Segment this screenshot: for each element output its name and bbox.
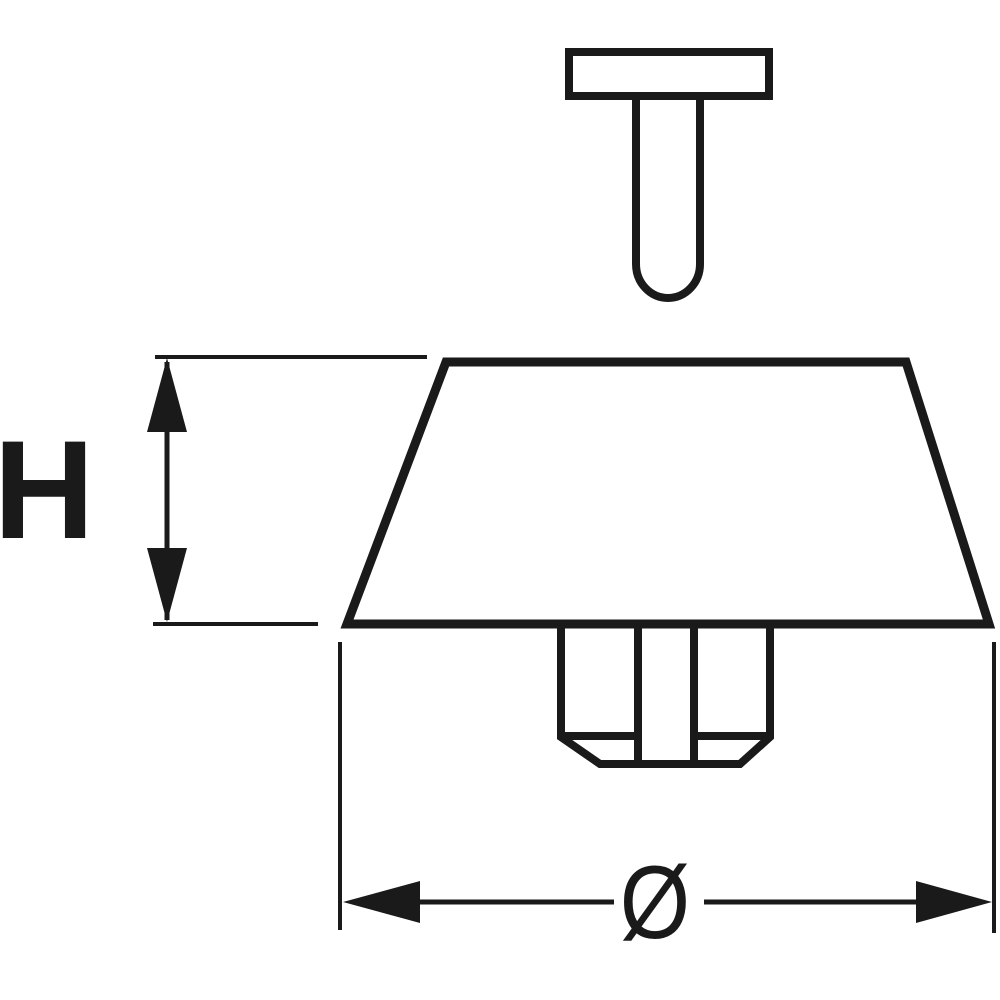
diameter-label: Ø [620, 844, 690, 960]
height-dimension: H [0, 355, 427, 626]
diameter-arrowhead-left-icon [343, 881, 420, 923]
pin-head-outline [565, 48, 773, 100]
stem-outer-outline [557, 628, 774, 768]
height-label: H [0, 411, 95, 568]
diameter-arrowhead-right-icon [916, 881, 992, 923]
height-arrowhead-up-icon [147, 358, 187, 432]
snap-in-stem [557, 628, 774, 768]
height-arrowhead-down-icon [147, 548, 187, 622]
t-pin [565, 48, 773, 302]
diameter-dimension: Ø [338, 642, 996, 960]
tapered-cap-body-outline [340, 357, 996, 629]
pin-shaft-outline [632, 96, 704, 302]
